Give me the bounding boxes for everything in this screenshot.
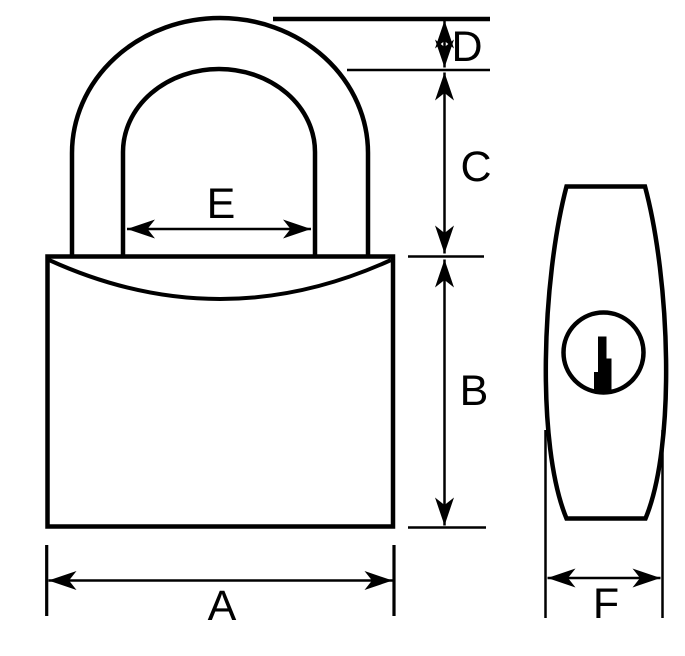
dimension-a: A bbox=[45, 545, 396, 630]
dimension-label-a: A bbox=[208, 582, 237, 630]
dimension-c: C bbox=[408, 72, 492, 258]
padlock-body-front bbox=[45, 254, 396, 529]
keyhole-circle bbox=[561, 310, 646, 395]
dimension-label-b: B bbox=[460, 367, 489, 415]
dimension-f: F bbox=[544, 430, 664, 628]
dimension-d: D bbox=[273, 16, 490, 72]
dimension-label-d: D bbox=[451, 23, 482, 71]
dimension-label-e: E bbox=[207, 180, 236, 228]
side-body-outline bbox=[543, 184, 669, 521]
keyhole-icon bbox=[594, 336, 612, 391]
dimension-e: E bbox=[127, 180, 311, 239]
padlock-front-view bbox=[45, 15, 396, 529]
padlock-side-view bbox=[543, 184, 669, 521]
body-top-curve bbox=[48, 258, 392, 301]
shackle-outline bbox=[69, 15, 371, 256]
dimension-label-c: C bbox=[460, 143, 491, 191]
dimension-label-f: F bbox=[593, 580, 619, 628]
dimension-b: B bbox=[408, 259, 489, 529]
